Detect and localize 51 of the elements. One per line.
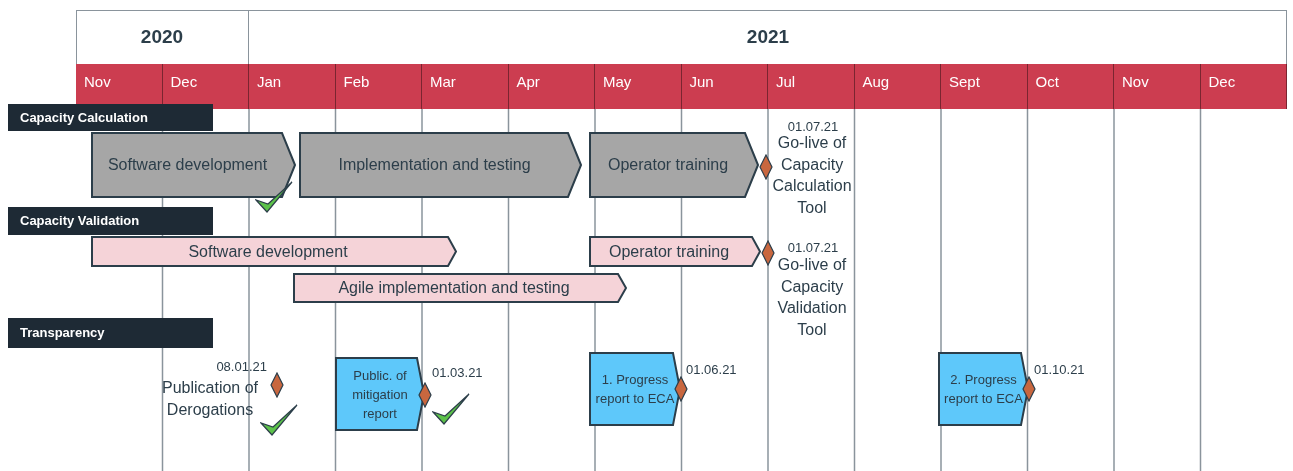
section-title: Capacity Validation xyxy=(20,212,140,231)
task-bar xyxy=(91,236,457,267)
section-title: Transparency xyxy=(20,324,105,343)
milestone-label: Go-live of Capacity Calculation Tool xyxy=(771,133,853,218)
task-label: Public. of mitigation report xyxy=(351,366,409,423)
task-bar xyxy=(91,132,296,198)
month-cell: Sept xyxy=(941,64,1028,109)
section-header xyxy=(8,207,213,235)
milestone-date: 08.01.21 xyxy=(215,358,267,376)
month-cell: May xyxy=(595,64,682,109)
task-label: Software development xyxy=(107,155,269,175)
month-cell: Jun xyxy=(681,64,768,109)
report-box xyxy=(589,352,681,426)
month-cell: Nov xyxy=(1114,64,1201,109)
year-cell-text: 2021 xyxy=(745,25,791,50)
task-bar xyxy=(299,132,582,198)
month-cell: Mar xyxy=(422,64,509,109)
task-label: Agile implementation and testing xyxy=(338,278,571,298)
milestone-diamond xyxy=(270,372,284,398)
report-box xyxy=(335,357,425,431)
month-cell: Feb xyxy=(335,64,422,109)
milestone-label: Go-live of Capacity Validation Tool xyxy=(776,255,848,340)
milestone-diamond xyxy=(418,382,432,408)
milestone-date: 01.10.21 xyxy=(1034,361,1086,379)
milestone-diamond xyxy=(1022,376,1036,402)
task-bar xyxy=(293,273,627,303)
task-bar xyxy=(589,132,759,198)
task-label: Implementation and testing xyxy=(338,155,532,175)
section-header xyxy=(8,318,213,348)
milestone-diamond xyxy=(674,376,688,402)
milestone-label: Publication of Derogations xyxy=(160,378,260,420)
month-cell: Dec xyxy=(162,64,249,109)
milestone-date: 01.06.21 xyxy=(686,361,738,379)
report-box xyxy=(938,352,1029,426)
task-label: Software development xyxy=(188,241,349,262)
month-cell: Dec xyxy=(1200,64,1287,109)
month-cell: Aug xyxy=(854,64,941,109)
task-label: Operator training xyxy=(607,155,730,175)
milestone-date: 01.03.21 xyxy=(432,364,484,382)
milestone-date: 01.07.21 xyxy=(786,239,840,257)
month-cell: Apr xyxy=(508,64,595,109)
month-cell: Jan xyxy=(249,64,336,109)
task-label: 2. Progress report to ECA xyxy=(943,371,1024,408)
task-label: 1. Progress report to ECA xyxy=(594,371,676,408)
milestone-date: 01.07.21 xyxy=(786,118,840,136)
task-label: Operator training xyxy=(608,241,731,262)
month-cell: Jul xyxy=(768,64,855,109)
section-header xyxy=(8,104,213,131)
month-cell: Oct xyxy=(1027,64,1114,109)
section-title: Capacity Calculation xyxy=(20,108,148,127)
task-bar xyxy=(589,236,761,267)
